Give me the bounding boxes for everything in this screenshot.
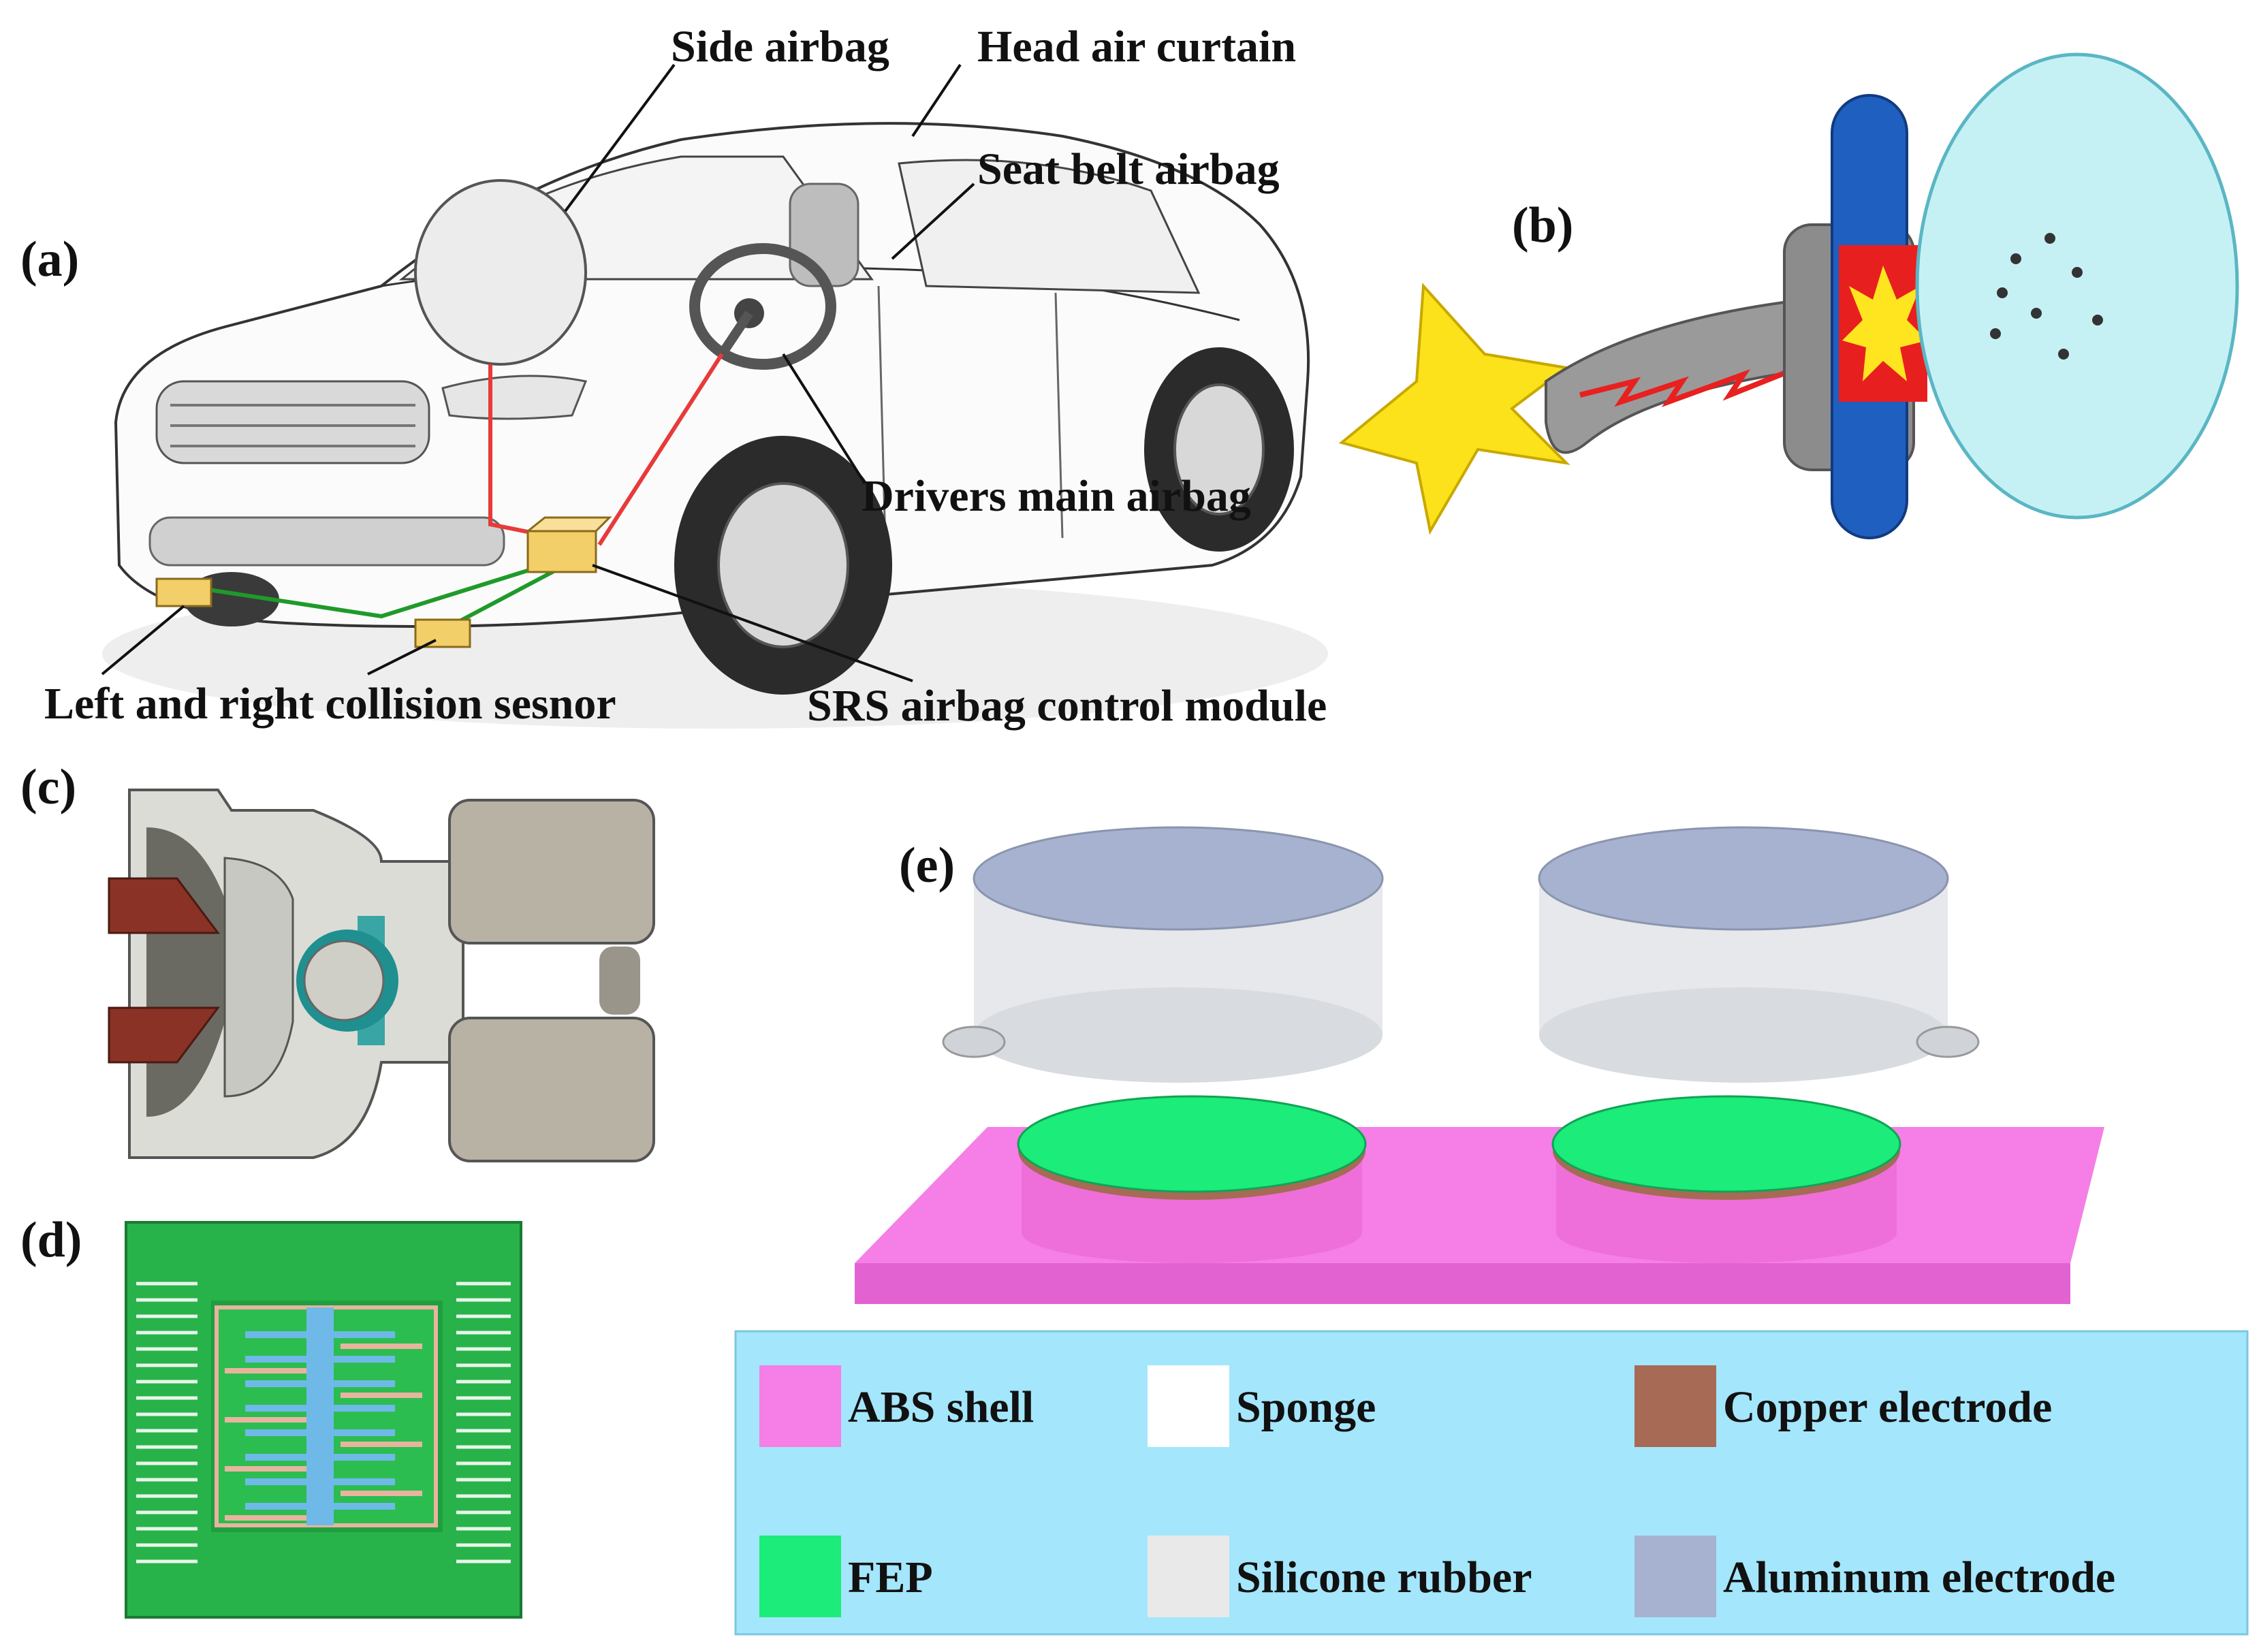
pcb-finger-blue xyxy=(245,1478,395,1485)
legend-swatch xyxy=(1634,1365,1716,1447)
pcb-finger-blue xyxy=(245,1503,395,1510)
label-collision-sensor: Left and right collision sesnor xyxy=(44,679,616,729)
label-side-airbag: Side airbag xyxy=(671,22,889,72)
pcb-finger-copper xyxy=(341,1442,422,1447)
legend-label: FEP xyxy=(848,1553,933,1602)
pcb-finger-blue xyxy=(245,1405,395,1412)
pcb-finger-copper xyxy=(225,1515,306,1521)
panel-label-c: (c) xyxy=(20,759,76,815)
pcb-finger-blue xyxy=(245,1429,395,1436)
collision-sensor-left xyxy=(155,577,212,607)
legend-swatch xyxy=(1148,1365,1229,1447)
pcb-finger-copper xyxy=(225,1417,306,1423)
pcb-finger-blue xyxy=(245,1356,395,1363)
pcb-finger-blue xyxy=(245,1331,395,1338)
legend-label: ABS shell xyxy=(848,1382,1034,1432)
label-drivers-main-airbag: Drivers main airbag xyxy=(862,471,1251,521)
teng-device-3d xyxy=(855,826,2104,1304)
legend-label: Silicone rubber xyxy=(1236,1553,1532,1602)
label-head-air-curtain: Head air curtain xyxy=(977,22,1296,72)
legend-label: Aluminum electrode xyxy=(1723,1553,2115,1602)
sensor-cross-section xyxy=(108,789,655,1162)
panel-label-e: (e) xyxy=(899,838,955,893)
legend-swatch xyxy=(1634,1536,1716,1617)
pcb-finger-copper xyxy=(225,1368,306,1373)
legend-label: Sponge xyxy=(1236,1382,1376,1432)
pcb-electrode-board xyxy=(125,1221,522,1619)
pcb-finger-copper xyxy=(341,1344,422,1349)
legend-label: Copper electrode xyxy=(1723,1382,2052,1432)
pcb-finger-copper xyxy=(225,1466,306,1472)
panel-label-b: (b) xyxy=(1512,197,1573,253)
legend-swatch xyxy=(1148,1536,1229,1617)
legend-swatch xyxy=(759,1536,841,1617)
pcb-finger-blue xyxy=(245,1380,395,1387)
label-srs-module: SRS airbag control module xyxy=(807,681,1327,731)
airbag-deploy-illustration xyxy=(1338,52,2239,539)
panel-label-d: (d) xyxy=(20,1212,82,1268)
panel-label-a: (a) xyxy=(20,232,79,287)
legend-swatch xyxy=(759,1365,841,1447)
pcb-finger-blue xyxy=(245,1454,395,1461)
label-seat-belt-airbag: Seat belt airbag xyxy=(977,144,1280,194)
srs-module-box xyxy=(524,516,612,573)
car-illustration xyxy=(101,63,1328,729)
pcb-finger-copper xyxy=(341,1393,422,1398)
pcb-finger-copper xyxy=(341,1491,422,1496)
collision-sensor-right xyxy=(414,618,471,648)
